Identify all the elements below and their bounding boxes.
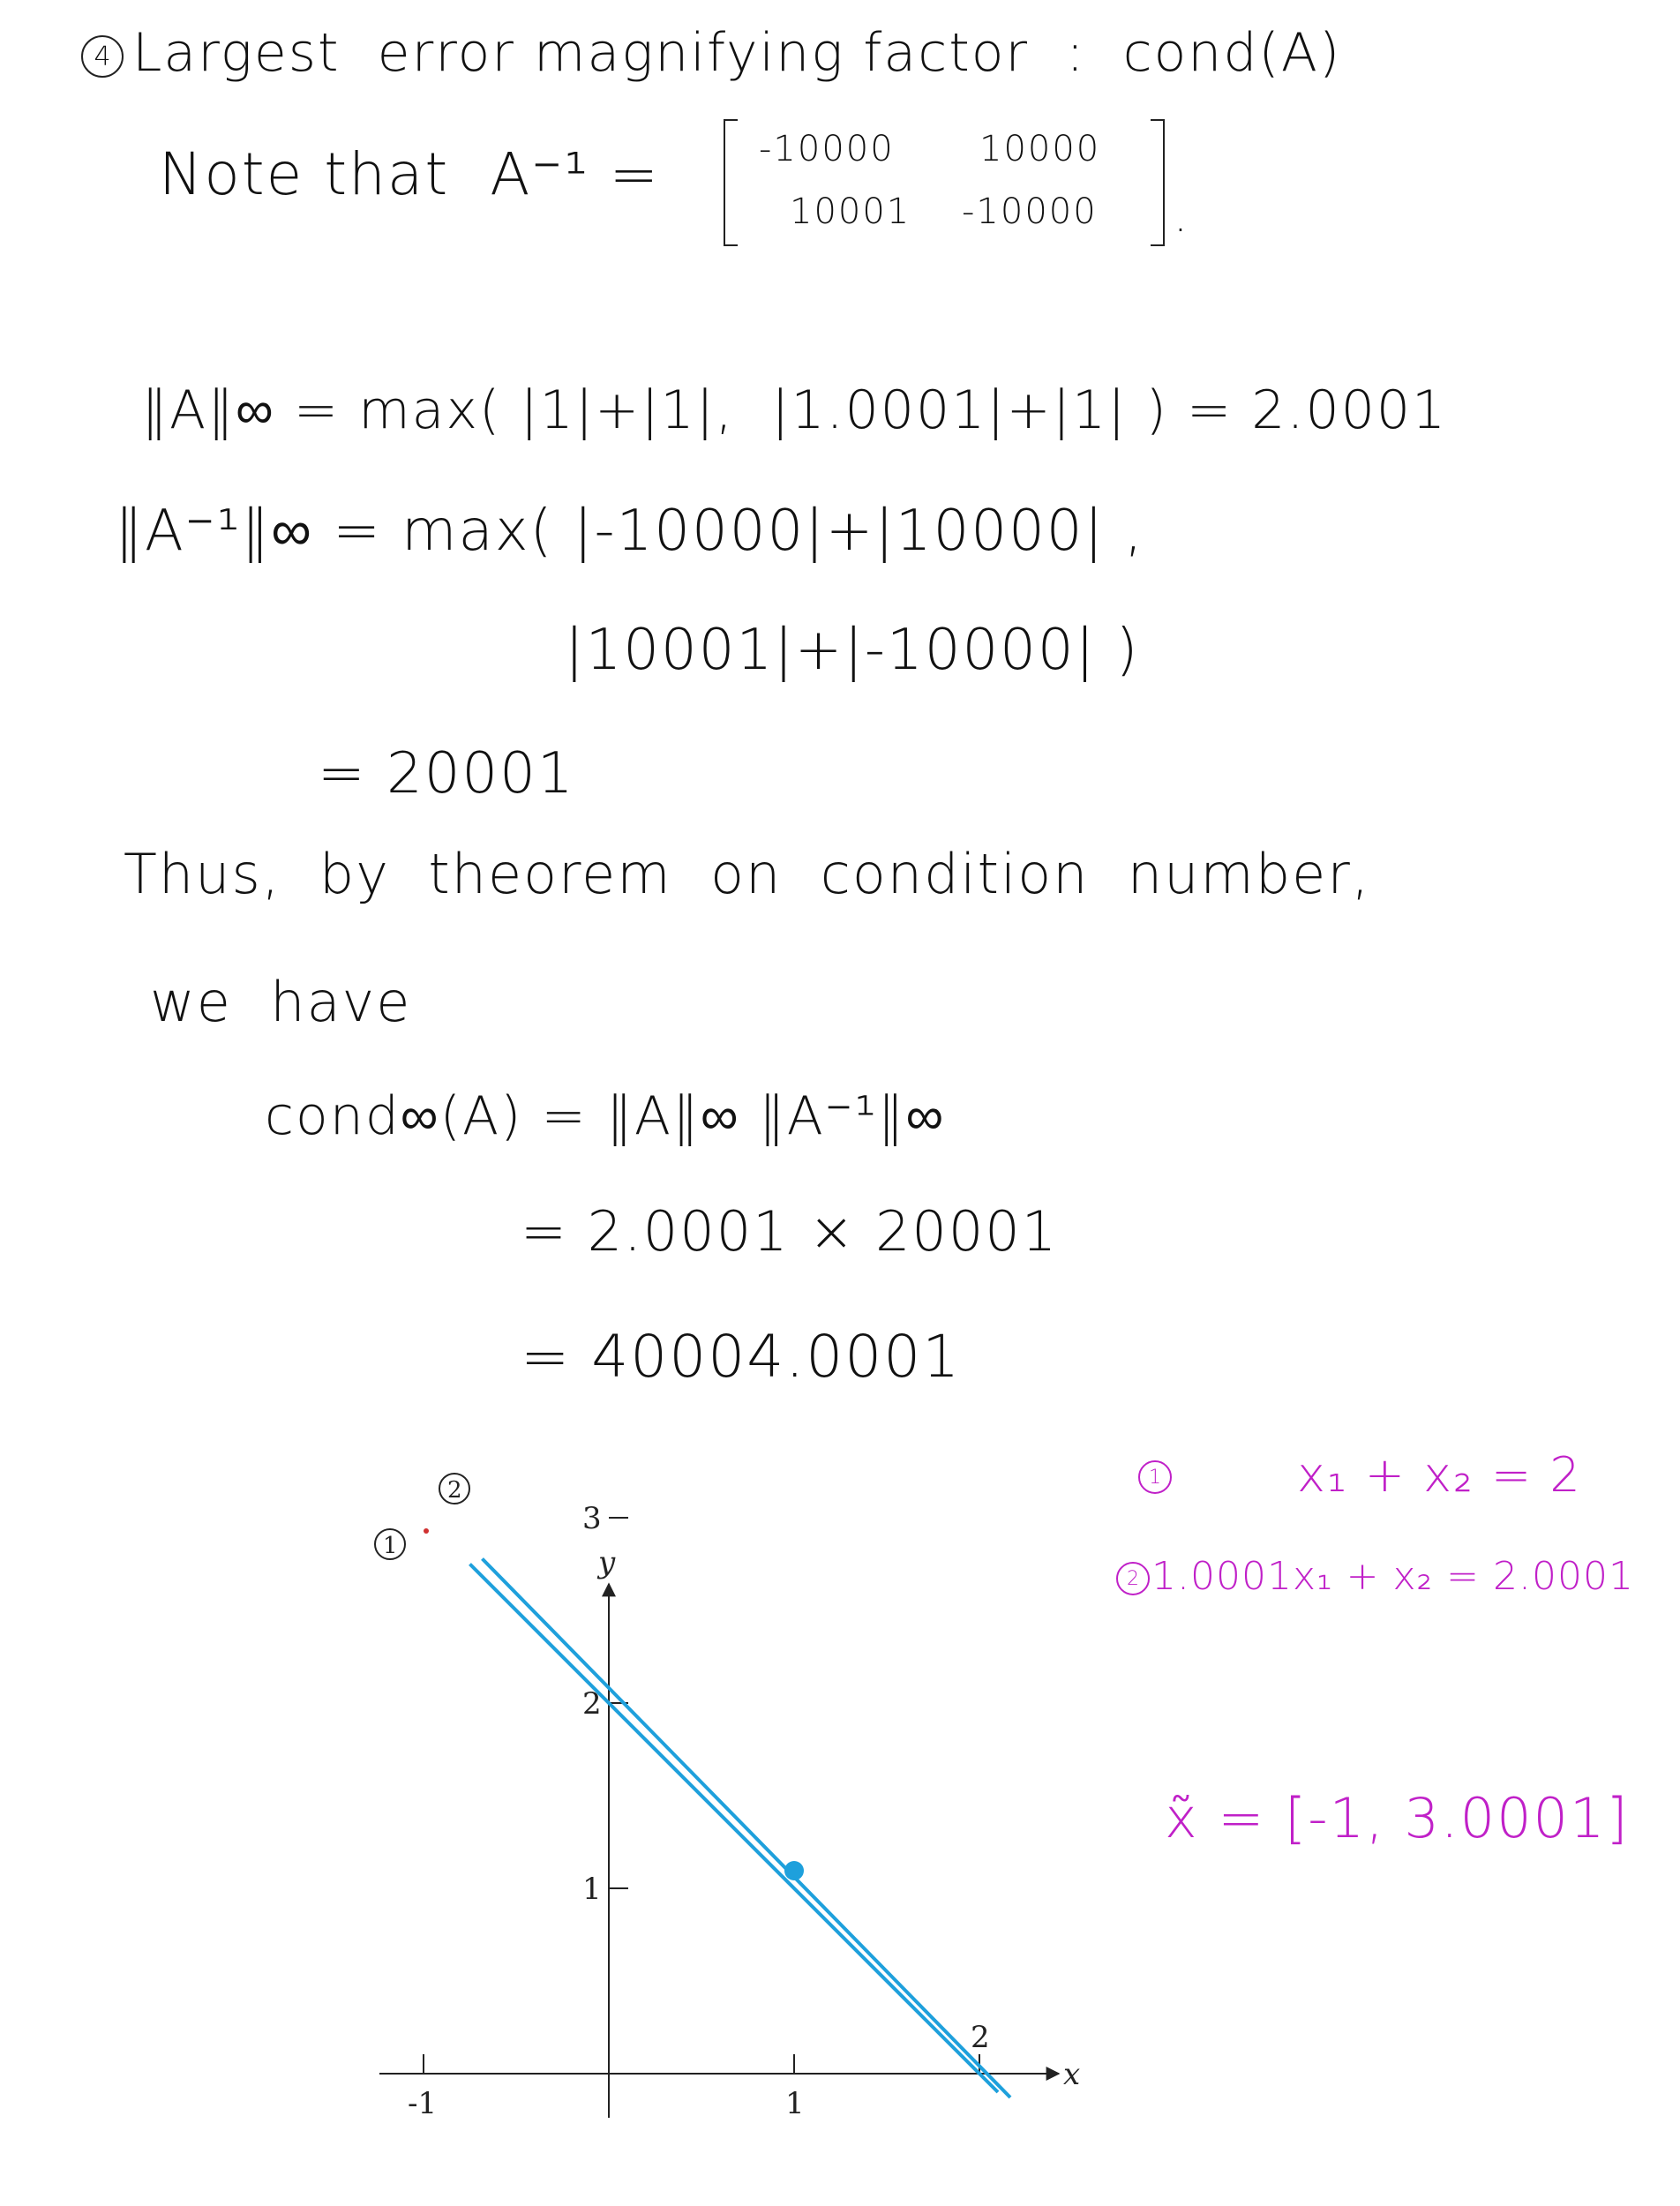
equation-2: 1.0001x₁ + x₂ = 2.0001 [1151,1554,1634,1599]
heading-number-circle: 4 [81,35,124,78]
series-lines [469,1557,1012,2099]
y-tick-label: 1 [582,1872,602,1907]
matrix-left-bracket [724,119,738,246]
ainv-inf-norm-line2: |10001|+|-10000| ) [565,618,1140,683]
series-line-1 [469,1563,1000,2094]
series-line-2 [481,1557,1012,2099]
y-tick-label: 2 [582,1686,602,1722]
line-label-2-text: 2 [447,1477,462,1504]
x-tick-label: -1 [408,2086,437,2121]
x-tick-label: 1 [785,2086,805,2121]
line-label-2: 2 [439,1473,470,1504]
ainv-inf-norm-result: = 20001 [318,741,575,807]
theorem-line1: Thus, by theorem on condition number, [124,842,1371,906]
matrix-cell: -10000 [962,191,1098,232]
x-axis-label: x [1063,2057,1080,2092]
red-marker [424,1528,429,1534]
equation-1: x₁ + x₂ = 2 [1297,1447,1582,1503]
heading-number: 4 [94,41,111,72]
x-ticks: -1 1 2 [408,2020,990,2121]
inverse-matrix: -10000 10000 10001 -10000 [724,119,1165,247]
matrix-right-bracket [1151,119,1165,246]
x-tick-label: 2 [971,2020,990,2055]
matrix-cell: 10001 [790,191,911,232]
eq1-number: 1 [1149,1466,1161,1489]
y-tick-label: 3 [582,1501,602,1536]
cond-line2: = 2.0001 × 20001 [521,1199,1059,1264]
matrix-cell: 10000 [979,129,1101,169]
ainv-inf-norm-line1: ‖A⁻¹‖∞ = max( |-10000|+|10000| , [115,499,1144,564]
heading-text: Largest error magnifying factor : cond(A… [132,22,1342,84]
matrix-cell: -10000 [759,129,895,169]
y-ticks: 1 2 3 [582,1501,628,1907]
note-trailing: . [1174,191,1189,242]
solution: x̃ = [-1, 3.0001] [1165,1786,1630,1850]
eq1-number-circle: 1 [1138,1460,1172,1494]
line-label-1-text: 1 [383,1533,398,1559]
y-axis-label: y [596,1545,616,1580]
intersection-point [784,1861,804,1880]
eq2-number-circle: 2 [1116,1562,1150,1595]
theorem-line2: we have [150,970,412,1034]
eq2-number: 2 [1127,1567,1139,1590]
cond-line1: cond∞(A) = ‖A‖∞ ‖A⁻¹‖∞ [265,1085,946,1147]
a-inf-norm: ‖A‖∞ = max( |1|+|1|, |1.0001|+|1| ) = 2.… [141,379,1448,441]
note-prefix: Note that A⁻¹ = [159,140,660,208]
line-label-1: 1 [374,1528,406,1560]
cond-line3: = 40004.0001 [521,1323,962,1391]
